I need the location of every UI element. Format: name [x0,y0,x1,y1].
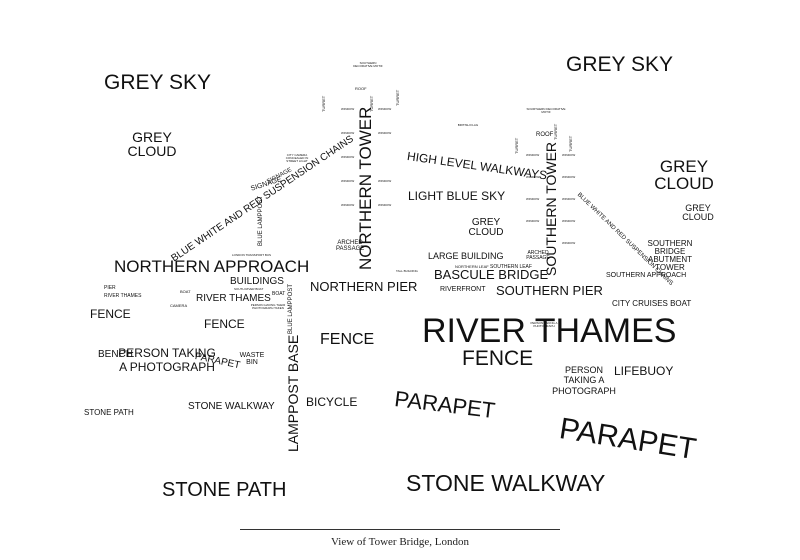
person-having-photo-label: PERSON HAVING THEIR PHOTOGRAPH TAKEN [250,303,286,310]
southern-bridge-abutment-tower-label: SOUTHERN BRIDGE ABUTMENT TOWER [647,239,693,272]
caption: View of Tower Bridge, London [331,536,469,548]
grey-cloud-small-right-label: GREY CLOUD [682,203,714,222]
window-label: WINDOW [341,203,355,207]
northern-approach-label: NORTHERN APPROACH [114,257,310,276]
turret-1-label: TURRET [321,95,326,112]
southern-leaf-label: SOUTHERN LEAF [490,264,532,270]
waste-bin-label: WASTE BIN [239,352,265,366]
window-label: WINDOW [341,155,355,159]
window-label: WINDOW [526,219,540,223]
window-label: WINDOW [341,107,355,111]
window-label: WINDOW [526,197,540,201]
fence-3-label: FENCE [320,331,375,348]
window-label: WINDOW [526,153,540,157]
stone-path-big-label: STONE PATH [162,479,287,501]
window-label: WINDOW [562,175,576,179]
grey-cloud-left-label: GREY CLOUD [127,129,177,159]
caption-rule [240,529,560,530]
window-label: WINDOW [562,241,576,245]
lifebuoy-label: LIFEBUOY [614,364,674,378]
grey-cloud-right-label: GREY CLOUD [654,157,714,193]
large-building-label: LARGE BUILDING [428,251,504,261]
fence-left-label: FENCE [90,307,131,321]
buildings-label: BUILDINGS [230,276,284,287]
grey-cloud-center-label: GREY CLOUD [468,217,504,238]
fence-2-label: FENCE [204,317,245,331]
boat-right-label: BOAT [272,291,286,297]
camera-label: CAMERA [170,303,188,308]
window-label: WINDOW [562,219,576,223]
turret-6-label: TURRET [568,135,573,152]
window-label: WINDOW [562,153,576,157]
british-flag-label: BRITISH FLAG [457,123,479,127]
window-label: WINDOW [526,175,540,179]
window-label: WINDOW [378,179,392,183]
window-label: WINDOW [378,203,392,207]
window-label: WINDOW [341,131,355,135]
southern-pier-label: SOUTHERN PIER [496,283,603,298]
south-river-boat-label: SOUTH RIVER BOAT [234,287,264,291]
bascule-bridge-label: BASCULE BRIDGE [434,267,549,282]
riverfront-label: RIVERFRONT [440,286,486,293]
turret-5-label: TURRET [553,123,558,140]
bench-label: BENCH [98,349,134,360]
arched-passage-north-label: ARCHED PASSAGE [336,240,365,252]
stone-path-small-label: STONE PATH [84,408,134,417]
turret-4-label: TURRET [514,137,519,154]
window-label: WINDOW [378,107,392,111]
blue-lamppost-label: BLUE LAMPPOST [258,195,264,246]
arched-passage-south-label: ARCHED PASSAGE [526,250,550,261]
parapet-big-label: PARAPET [557,412,699,467]
river-thames-mid-label: RIVER THAMES [196,293,271,304]
river-thames-small-label: RIVER THAMES [104,293,142,299]
tall-building-label: TALL BUILDING [396,269,418,273]
person-taking-photo-right-label: PERSON TAKING A PHOTOGRAPH [552,365,616,396]
parapet-mid-label: PARAPET [393,386,497,424]
fence-4-label: FENCE [462,347,534,370]
southern-decorative-motif-right-label: SOURTHERN DECORATIVE MOTIF [526,107,566,114]
roof-north-label: ROOF [355,86,367,91]
roof-south-label: ROOF [536,132,554,138]
stone-walkway-big-label: STONE WALKWAY [406,470,606,496]
southern-decorative-motif-top-label: SOUTHERN DECORATIVE MOTIF [353,61,383,68]
city-cruises-boat-label: CITY CRUISES BOAT [612,299,692,308]
bicycle-label: BICYCLE [306,395,358,409]
grey-sky-right-label: GREY SKY [566,53,673,76]
london-transport-bus-label: LONDON TRANSPORT BUS [232,253,272,257]
northern-pier-label: NORTHERN PIER [310,279,418,294]
boat-left-label: BOAT [180,289,191,294]
southern-approach-label: SOUTHERN APPROACH [606,272,687,279]
person-taking-photo-small-label: PERSON TAKING A PHOTOGRAPH [530,321,558,328]
light-blue-sky-label: LIGHT BLUE SKY [408,189,506,203]
pier-label: PIER [104,285,116,291]
stone-walkway-small-label: STONE WALKWAY [188,401,275,412]
person-taking-photo-left-label: PERSON TAKING A PHOTOGRAPH [118,346,216,374]
window-label: WINDOW [341,179,355,183]
northern-leaf-label: NORTHERN LEAF [455,264,489,269]
window-label: WINDOW [378,131,392,135]
turret-3-label: TURRET [395,89,400,106]
city-camera-label: CITY CAMERA CONCEALED IN STREET LIGHT [285,153,309,163]
lamppost-base-label: LAMPPOST BASE [285,334,301,452]
grey-sky-left-label: GREY SKY [104,71,211,94]
blue-lamppost-2-label: BLUE LAMPPOST [288,283,294,334]
window-label: WINDOW [562,197,576,201]
river-thames-big-label: RIVER THAMES [422,312,677,350]
